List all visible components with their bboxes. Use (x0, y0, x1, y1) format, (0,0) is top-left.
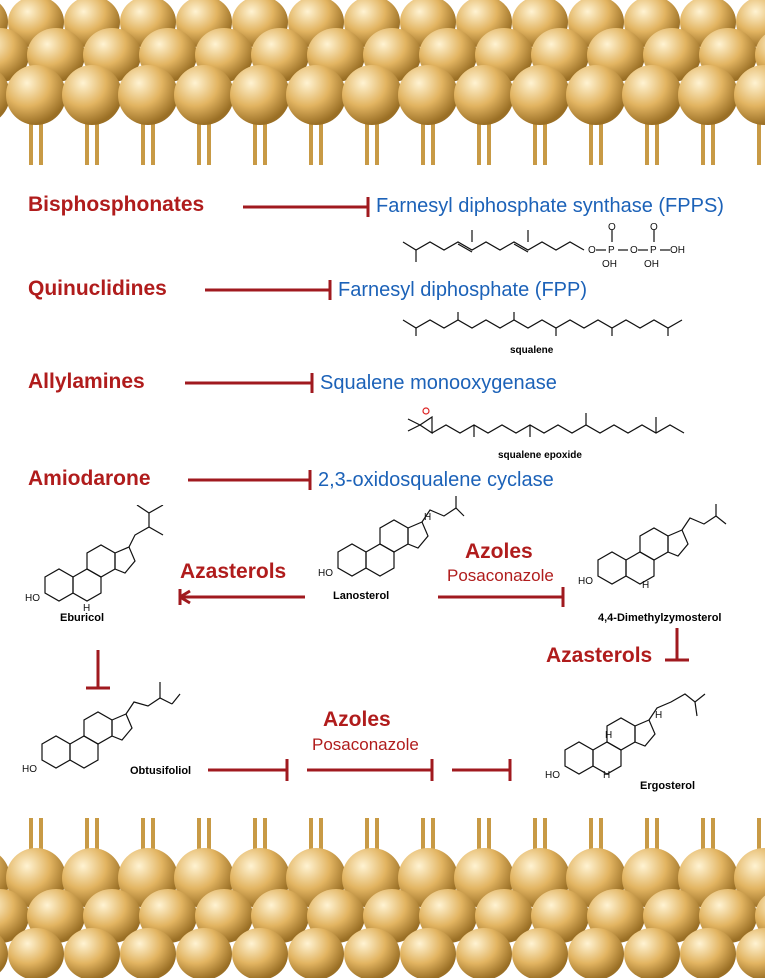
inhibitor-bisphosphonates: Bisphosphonates (28, 193, 205, 216)
arrow-obtusifoliol-segment-2 (307, 759, 434, 781)
inhibitor-posaconazole-right: Posaconazole (447, 566, 554, 585)
lipid-molecule (64, 928, 120, 978)
fpp-o-2: O (608, 222, 616, 233)
eburicol-ho: HO (25, 593, 40, 604)
lipid-molecule (62, 65, 122, 165)
inhibitor-quinuclidines: Quinuclidines (28, 277, 167, 300)
arrow-dimethylzymosterol-to-ergosterol (665, 628, 689, 662)
arrow-obtusifoliol-segment-1 (208, 759, 289, 781)
inhibitor-allylamines: Allylamines (28, 370, 145, 393)
arrow-quinuclidines (205, 280, 332, 300)
dimethylzymosterol-h: H (642, 580, 649, 591)
fpp-oh-2: OH (602, 259, 617, 270)
fpp-p-1: P (608, 245, 615, 256)
inhibitor-azasterols-left: Azasterols (180, 560, 287, 583)
lipid-molecule (454, 65, 514, 165)
obtusifoliol-structure: HO (22, 682, 181, 775)
obtusifoliol-ho: HO (22, 764, 37, 775)
lipid-molecule (286, 65, 346, 165)
squalene-epoxide-structure (407, 407, 685, 437)
lipid-molecule (118, 65, 178, 165)
ergosterol-h-2: H (603, 770, 610, 781)
arrow-amiodarone (188, 470, 312, 490)
lipid-molecule (176, 928, 232, 978)
ergosterol-h-3: H (655, 710, 662, 721)
lipid-bilayer-top (0, 0, 765, 165)
inhibitor-azasterols-right: Azasterols (546, 644, 653, 667)
lipid-molecule (342, 65, 402, 165)
molecule-label-dimethylzymosterol: 4,4-Dimethylzymosterol (598, 612, 722, 624)
arrow-obtusifoliol-segment-3 (452, 759, 512, 781)
dimethylzymosterol-ho: HO (578, 576, 593, 587)
lipid-molecule (288, 928, 344, 978)
lipid-molecule (622, 65, 682, 165)
lipid-molecule (0, 72, 10, 118)
eburicol-structure: HO H (25, 505, 164, 614)
lipid-molecule (344, 928, 400, 978)
arrow-lanosterol-to-dimethylzymosterol (438, 587, 565, 607)
molecule-label-ergosterol: Ergosterol (640, 780, 696, 792)
inhibitor-azoles-bottom: Azoles (323, 708, 391, 731)
lipid-molecule (400, 928, 456, 978)
arrow-eburicol-to-obtusifoliol (86, 650, 110, 690)
lipid-molecule (624, 928, 680, 978)
squalene-structure (402, 312, 683, 336)
ergosterol-h-1: H (605, 730, 612, 741)
arrow-allylamines (185, 373, 314, 393)
lipid-molecule (736, 928, 765, 978)
inhibitor-posaconazole-bottom: Posaconazole (312, 735, 419, 754)
lipid-molecule (398, 65, 458, 165)
lipid-molecule (232, 928, 288, 978)
lipid-molecule (230, 65, 290, 165)
arrow-lanosterol-to-eburicol (178, 589, 305, 605)
molecule-label-obtusifoliol: Obtusifoliol (130, 765, 192, 777)
farnesyl-diphosphate-structure: O P O O P O OH OH OH (402, 222, 685, 270)
lanosterol-structure: HO H (318, 496, 465, 579)
lipid-molecule (680, 928, 736, 978)
molecule-label-eburicol: Eburicol (60, 612, 105, 624)
dimethylzymosterol-structure: HO H (578, 504, 727, 591)
lanosterol-ho: HO (318, 568, 333, 579)
lanosterol-h: H (424, 512, 431, 523)
molecule-label-squalene: squalene (510, 345, 554, 356)
target-fpp: Farnesyl diphosphate (FPP) (338, 279, 588, 301)
molecule-label-lanosterol: Lanosterol (333, 590, 390, 602)
lipid-molecule (512, 928, 568, 978)
lipid-molecule (734, 65, 765, 165)
target-fpps: Farnesyl diphosphate synthase (FPPS) (376, 195, 724, 217)
lipid-bilayer-bottom (0, 818, 765, 978)
lipid-molecule (174, 65, 234, 165)
ergosterol-ho: HO (545, 770, 560, 781)
lipid-molecule (8, 928, 64, 978)
target-oxidosqualene-cyclase: 2,3-oxidosqualene cyclase (318, 469, 554, 491)
fpp-o-3: O (630, 245, 638, 256)
molecule-label-squalene-epoxide: squalene epoxide (498, 450, 582, 461)
inhibitor-azoles-right: Azoles (465, 540, 533, 563)
lipid-molecule (568, 928, 624, 978)
arrow-bisphosphonates (243, 197, 370, 217)
lipid-molecule (456, 928, 512, 978)
inhibitor-amiodarone: Amiodarone (28, 467, 151, 490)
lipid-molecule (678, 65, 738, 165)
lipid-molecule (510, 65, 570, 165)
target-squalene-monooxygenase: Squalene monooxygenase (320, 372, 557, 394)
ergosterol-structure: HO H H H (545, 693, 706, 781)
eburicol-h: H (83, 603, 90, 614)
lipid-molecule (755, 895, 765, 937)
lipid-molecule (566, 65, 626, 165)
fpp-o-1: O (588, 245, 596, 256)
lipid-molecule (0, 935, 8, 973)
lipid-molecule (120, 928, 176, 978)
fpp-o-4: O (650, 222, 658, 233)
lipid-molecule (6, 65, 66, 165)
lipid-molecule (0, 28, 29, 82)
lipid-molecule (0, 889, 29, 943)
fpp-p-2: P (650, 245, 657, 256)
fpp-oh-3: OH (644, 259, 659, 270)
fpp-oh-1: OH (670, 245, 685, 256)
